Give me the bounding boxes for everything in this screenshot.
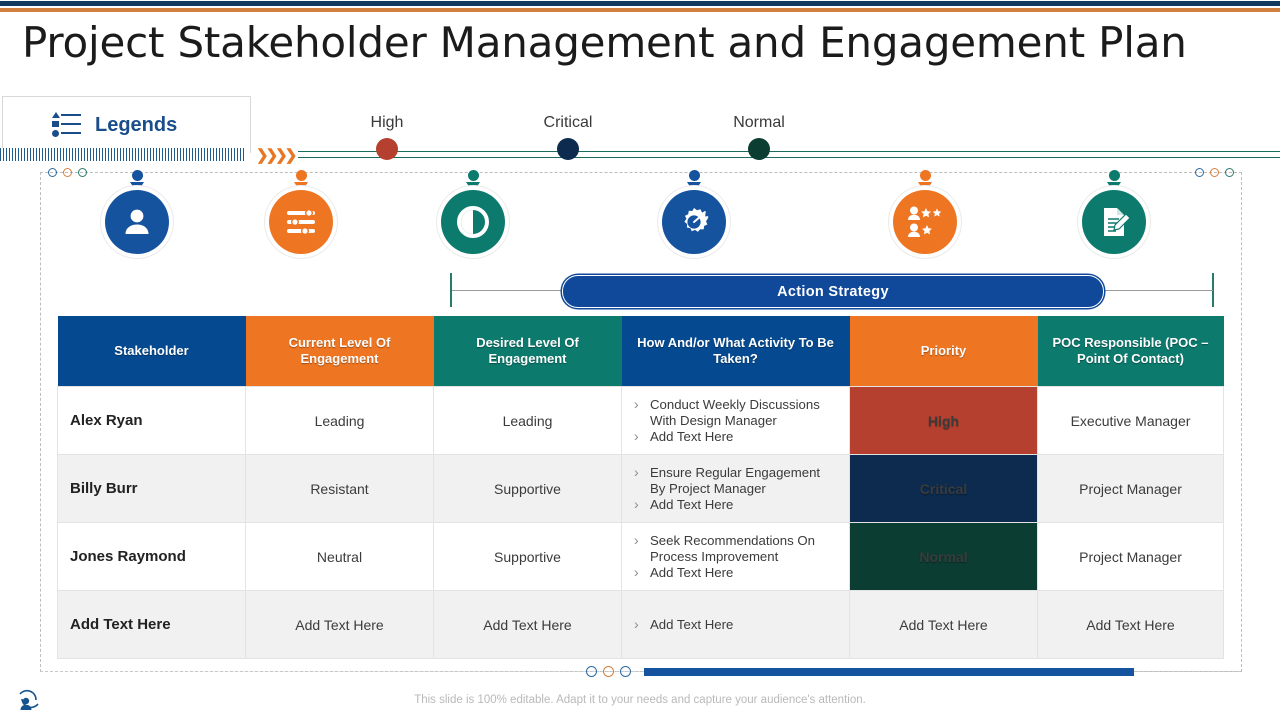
- cell-priority: Critical: [849, 454, 1038, 523]
- cell-priority: Add Text Here: [849, 590, 1038, 659]
- settings-sliders-icon[interactable]: [269, 190, 333, 254]
- cell-desired-level: Supportive: [433, 454, 622, 523]
- activity-item: Seek Recommendations On Process Improvem…: [630, 532, 839, 565]
- col-header-priority: Priority: [849, 316, 1038, 387]
- cell-poc: Executive Manager: [1037, 386, 1224, 455]
- legend-item-normal[interactable]: Normal: [719, 114, 799, 160]
- cell-stakeholder: Add Text Here: [57, 590, 246, 659]
- pin-marker: [129, 170, 145, 193]
- gear-speed-glyph: [684, 208, 709, 232]
- stakeholder-table: Stakeholder Current Level Of Engagement …: [57, 316, 1224, 659]
- legends-badge: Legends: [2, 96, 251, 153]
- action-strategy-cap-left: [450, 273, 452, 307]
- cell-current-level: Resistant: [245, 454, 434, 523]
- action-strategy-line-right: [1100, 290, 1213, 291]
- col-header-current-level: Current Level Of Engagement: [245, 316, 434, 387]
- legend-label: Critical: [543, 114, 593, 131]
- table-row[interactable]: Billy Burr Resistant Supportive Ensure R…: [57, 454, 1224, 523]
- cell-activity: Add Text Here: [621, 590, 850, 659]
- top-accent-bar-orange: [0, 8, 1280, 12]
- team-rating-glyph: [908, 206, 942, 237]
- legend-label: Normal: [733, 114, 785, 131]
- legend-rail-line-top: [298, 151, 1280, 152]
- footer-note: This slide is 100% editable. Adapt it to…: [414, 694, 866, 706]
- cell-current-level: Neutral: [245, 522, 434, 591]
- activity-item: Conduct Weekly Discussions With Design M…: [630, 396, 839, 429]
- cell-desired-level: Leading: [433, 386, 622, 455]
- team-rating-icon[interactable]: [893, 190, 957, 254]
- col-header-activity: How And/or What Activity To Be Taken?: [621, 316, 850, 387]
- footer-progress-bar: [644, 668, 1134, 676]
- cell-desired-level: Supportive: [433, 522, 622, 591]
- activity-item: Add Text Here: [630, 496, 839, 513]
- legend-item-critical[interactable]: Critical: [528, 114, 608, 160]
- decor-dots-right: [1195, 168, 1234, 177]
- action-strategy-line-left: [452, 290, 564, 291]
- page-title: Project Stakeholder Management and Engag…: [22, 18, 1187, 67]
- cell-stakeholder: Billy Burr: [57, 454, 246, 523]
- chevrons-right-icon: ❯❯❯❯: [256, 147, 297, 164]
- document-edit-icon[interactable]: [1082, 190, 1146, 254]
- table-header-row: Stakeholder Current Level Of Engagement …: [57, 316, 1224, 387]
- activity-item: Add Text Here: [630, 428, 839, 445]
- action-strategy-banner[interactable]: Action Strategy: [562, 275, 1104, 308]
- sliders-glyph: [287, 209, 315, 236]
- table-row[interactable]: Add Text Here Add Text Here Add Text Her…: [57, 590, 1224, 659]
- activity-item: Add Text Here: [630, 616, 839, 633]
- footer-decor-dots: [586, 666, 631, 677]
- cell-desired-level: Add Text Here: [433, 590, 622, 659]
- cell-activity: Ensure Regular Engagement By Project Man…: [621, 454, 850, 523]
- legend-dot: [748, 138, 770, 160]
- pin-marker: [465, 170, 481, 193]
- activity-item: Add Text Here: [630, 564, 839, 581]
- col-header-desired-level: Desired Level Of Engagement: [433, 316, 622, 387]
- table-row[interactable]: Alex Ryan Leading Leading Conduct Weekly…: [57, 386, 1224, 455]
- cell-activity: Seek Recommendations On Process Improvem…: [621, 522, 850, 591]
- col-header-poc: POC Responsible (POC – Point Of Contact): [1037, 316, 1224, 387]
- cell-priority: High: [849, 386, 1038, 455]
- decor-dots-left: [48, 168, 87, 177]
- cell-current-level: Add Text Here: [245, 590, 434, 659]
- cell-current-level: Leading: [245, 386, 434, 455]
- cell-poc: Project Manager: [1037, 522, 1224, 591]
- legend-item-high[interactable]: High: [347, 114, 427, 160]
- contrast-glyph: [457, 206, 489, 238]
- cell-activity: Conduct Weekly Discussions With Design M…: [621, 386, 850, 455]
- pin-marker: [917, 170, 933, 193]
- col-header-stakeholder: Stakeholder: [57, 316, 246, 387]
- pin-marker: [1106, 170, 1122, 193]
- cell-stakeholder: Alex Ryan: [57, 386, 246, 455]
- contrast-circle-icon[interactable]: [441, 190, 505, 254]
- list-legend-icon: [51, 112, 81, 138]
- cell-stakeholder: Jones Raymond: [57, 522, 246, 591]
- hatch-decoration: [0, 148, 246, 161]
- legend-rail-line-bottom: [298, 157, 1280, 158]
- document-edit-glyph: [1104, 208, 1131, 236]
- activity-item: Ensure Regular Engagement By Project Man…: [630, 464, 839, 497]
- cell-poc: Project Manager: [1037, 454, 1224, 523]
- legend-label: High: [370, 114, 404, 131]
- legends-label: Legends: [95, 113, 178, 136]
- action-strategy-cap-right: [1212, 273, 1214, 307]
- legend-dot: [376, 138, 398, 160]
- gear-speed-icon[interactable]: [662, 190, 726, 254]
- legend-dot: [557, 138, 579, 160]
- top-accent-bar-navy: [0, 1, 1280, 6]
- footer-dashed-line: [40, 671, 1240, 672]
- user-avatar-glyph: [125, 209, 149, 234]
- person-refresh-logo: [19, 689, 39, 710]
- user-avatar-icon[interactable]: [105, 190, 169, 254]
- table-row[interactable]: Jones Raymond Neutral Supportive Seek Re…: [57, 522, 1224, 591]
- cell-priority: Normal: [849, 522, 1038, 591]
- pin-marker: [293, 170, 309, 193]
- pin-marker: [686, 170, 702, 193]
- cell-poc: Add Text Here: [1037, 590, 1224, 659]
